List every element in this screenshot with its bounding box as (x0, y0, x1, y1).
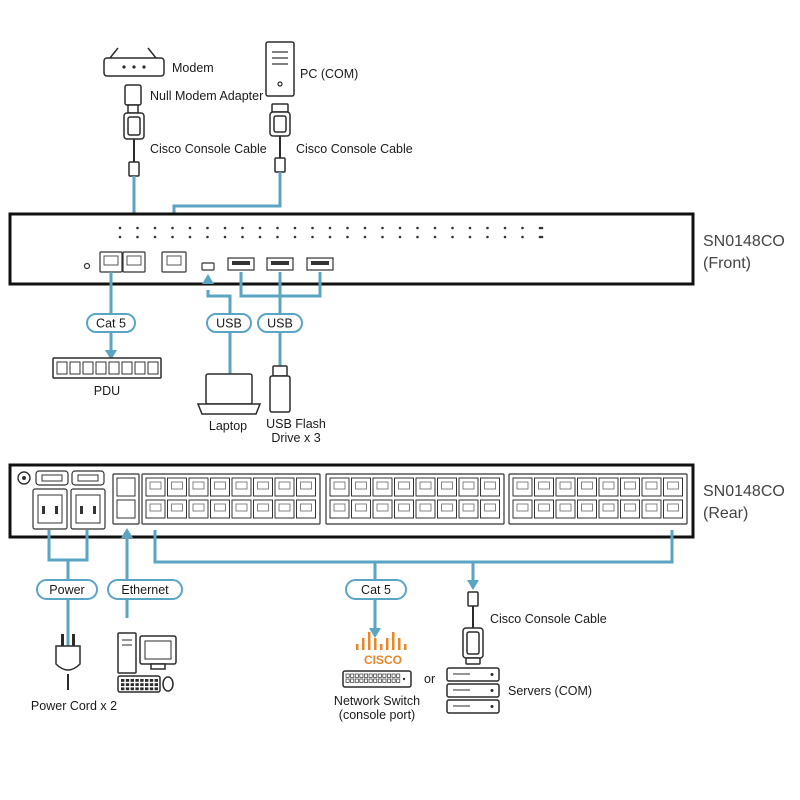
cisco-console-cable-left-label: Cisco Console Cable (150, 142, 267, 156)
power-switch-2 (71, 470, 105, 486)
usb-flash-drive-icon (269, 365, 291, 413)
lan-port-block (112, 473, 140, 525)
computer-icon (117, 632, 177, 693)
usb-laptop-line (206, 290, 232, 375)
rear-model-label: SN0148CO (703, 483, 785, 500)
network-switch-label-1: Network Switch (334, 694, 420, 708)
ground-icon (17, 471, 31, 485)
front-panel (8, 212, 695, 286)
cisco-logo-icon: CISCO (356, 632, 407, 667)
front-rj45-port-1 (99, 251, 123, 273)
pdu-icon (52, 357, 162, 379)
front-led-row (118, 226, 544, 239)
servers-icon (446, 667, 500, 714)
laptop-label: Laptop (209, 419, 247, 433)
power-socket-2 (70, 488, 106, 530)
port-block-2 (325, 473, 505, 525)
front-cat5-label: Cat 5 (96, 317, 126, 331)
pc-tower-icon (265, 41, 295, 97)
rear-panel (8, 463, 695, 539)
null-modem-adapter-icon (124, 84, 142, 114)
power-label: Power (49, 583, 84, 597)
port-block-1 (141, 473, 321, 525)
null-modem-adapter-label: Null Modem Adapter (150, 89, 263, 103)
pc-com-label: PC (COM) (300, 67, 358, 81)
servers-com-label: Servers (COM) (508, 684, 592, 698)
rear-cat5-label: Cat 5 (361, 583, 391, 597)
power-plug-icon (55, 634, 81, 690)
front-model-label: SN0148CO (703, 233, 785, 250)
front-rj45-port-2 (122, 251, 146, 273)
cisco-logo-text: CISCO (364, 653, 402, 667)
db9-connector-right-icon (269, 103, 291, 173)
power-socket-1 (32, 488, 68, 530)
mini-usb-port (201, 262, 215, 271)
modem-icon (103, 47, 165, 77)
front-console-port (161, 251, 187, 273)
usb-left-label: USB (216, 317, 242, 331)
usb-flash-label-2: Drive x 3 (271, 431, 320, 445)
cisco-console-cable-right-label: Cisco Console Cable (296, 142, 413, 156)
network-switch-icon (342, 670, 412, 688)
front-view-label: (Front) (703, 255, 751, 272)
ethernet-label: Ethernet (121, 583, 169, 597)
pdu-label: PDU (94, 384, 120, 398)
usb-right-label: USB (267, 317, 293, 331)
modem-label: Modem (172, 61, 214, 75)
laptop-icon (196, 373, 262, 415)
reset-button (83, 262, 91, 270)
network-switch-label-2: (console port) (339, 708, 415, 722)
db9-connector-icon (123, 112, 145, 177)
power-cable-line (47, 530, 89, 650)
rear-console-cable-icon (462, 591, 484, 665)
usb-flash-label-1: USB Flash (266, 417, 326, 431)
rear-cisco-console-cable-label: Cisco Console Cable (490, 612, 607, 626)
power-cord-label: Power Cord x 2 (31, 699, 117, 713)
port-block-3 (508, 473, 688, 525)
power-switch-1 (35, 470, 69, 486)
rear-view-label: (Rear) (703, 505, 748, 522)
or-label: or (424, 672, 435, 686)
